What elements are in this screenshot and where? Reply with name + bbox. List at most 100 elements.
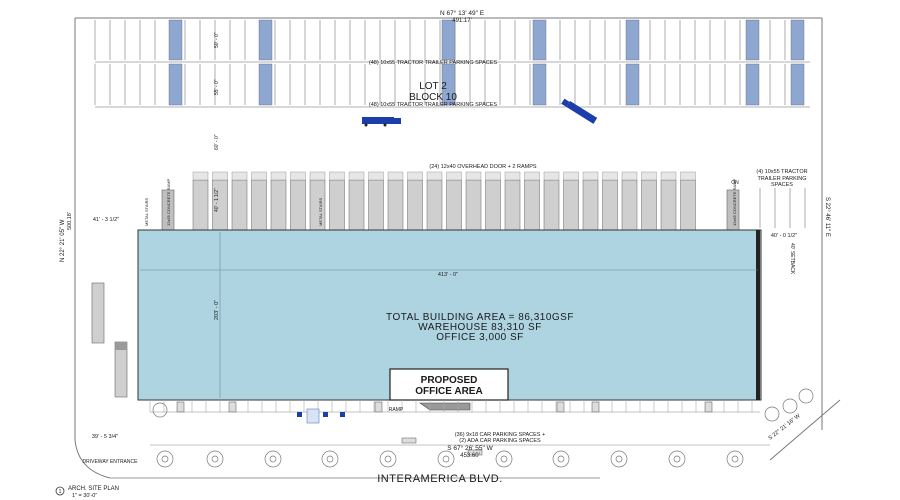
- parked-car: [401, 437, 417, 444]
- dock-bays: [192, 171, 696, 231]
- dock-door: [680, 171, 696, 181]
- truck-icon: [561, 98, 598, 124]
- tree-icon: [552, 450, 570, 468]
- top-bearing: N 67° 13' 49" E: [440, 9, 485, 17]
- dock-door: [270, 171, 287, 181]
- dock-door: [524, 171, 540, 181]
- parked-car: [704, 401, 713, 413]
- tree-icon: [500, 455, 508, 463]
- parked-trailer: [790, 19, 805, 61]
- dock-bay: [270, 179, 287, 231]
- dock-bay: [231, 179, 248, 231]
- dim-top-1: 50' - 0": [214, 32, 220, 48]
- tree-icon: [673, 455, 681, 463]
- dock-door: [290, 171, 306, 181]
- tree-icon: [442, 455, 450, 463]
- tree-icon: [557, 455, 565, 463]
- dock-bay: [446, 179, 462, 231]
- dock-door: [660, 171, 677, 181]
- dock-bay: [387, 179, 404, 231]
- car-parking: [149, 400, 753, 456]
- side-parking-label-2: TRAILER PARKING: [757, 176, 806, 182]
- street-label: INTERAMERICA BLVD.: [377, 473, 503, 485]
- dock-bay: [621, 179, 638, 231]
- metal-stairs-left: METAL STAIRS: [144, 198, 149, 226]
- left-dim: 41' - 3 1/2": [93, 217, 119, 223]
- trailer-parking-highlighted: [168, 19, 805, 106]
- dock-door: [446, 171, 462, 181]
- parked-car: [374, 401, 383, 413]
- parked-trailer: [114, 341, 128, 398]
- tree-icon: [668, 450, 686, 468]
- dock-bay: [543, 179, 560, 231]
- side-parking-label-1: (4) 10x55 TRACTOR: [756, 169, 807, 175]
- sheet-marker-icon: [55, 486, 65, 496]
- dock-bay: [660, 179, 677, 231]
- tree-icon: [384, 455, 392, 463]
- tree-icon: [161, 455, 169, 463]
- parked-trailer: [91, 282, 105, 344]
- dock-bay: [602, 179, 618, 231]
- dock-door: [563, 171, 579, 181]
- parked-trailer: [168, 63, 183, 106]
- dock-door: [582, 171, 599, 181]
- dim-top-2: 55' - 0": [214, 79, 220, 95]
- side-trailer-stalls: [759, 188, 806, 228]
- entry-ramp: [419, 402, 471, 411]
- dock-bay: [290, 179, 306, 231]
- bottom-bearing: S 67° 26' 55" W: [447, 444, 493, 452]
- tree-icon: [379, 450, 397, 468]
- property-boundary: [74, 17, 841, 479]
- tree-icon: [782, 398, 798, 414]
- right-dim: 40' - 0 1/2": [771, 233, 797, 239]
- tree-icon: [495, 450, 513, 468]
- right-setback: 40' SETBACK: [789, 243, 795, 275]
- dock-door: [368, 171, 384, 181]
- dim-top-3: 60' - 0": [214, 134, 220, 150]
- parked-trailer: [441, 63, 456, 106]
- ada-space-marker: [323, 412, 328, 417]
- dim-mid: 40' - 1 1/2": [214, 188, 220, 212]
- block-label: BLOCK 10: [409, 92, 457, 103]
- parked-trailer: [532, 63, 547, 106]
- dock-bay: [582, 179, 599, 231]
- bottom-length: 453.60': [460, 453, 480, 459]
- tree-icon: [321, 450, 339, 468]
- dock-bay: [485, 179, 501, 231]
- ada-hatch: [306, 408, 320, 424]
- parked-trailer: [441, 19, 456, 61]
- tree-icon: [610, 450, 628, 468]
- parked-car: [556, 401, 565, 413]
- total-area-label: TOTAL BUILDING AREA = 86,310GSF: [386, 312, 574, 323]
- parked-trailer: [745, 63, 760, 106]
- car-parking-label-1: (36) 9x18 CAR PARKING SPACES +: [455, 432, 545, 438]
- sheet-title: ARCH. SITE PLAN: [68, 486, 119, 492]
- dock-bay: [680, 179, 696, 231]
- ada-space-marker: [297, 412, 302, 417]
- dock-door: [485, 171, 501, 181]
- tree-icon: [798, 388, 814, 404]
- parked-trailer: [745, 19, 760, 61]
- dock-door: [348, 171, 365, 181]
- dock-door: [543, 171, 560, 181]
- on-label: ON: [731, 180, 739, 186]
- ramp-label: RAMP: [389, 407, 404, 413]
- parking-row-1-label: (48) 10x55 TRACTOR TRAILER PARKING SPACE…: [369, 60, 498, 66]
- sheet-scale: 1" = 30'-0": [72, 493, 97, 499]
- parking-row-2-label: (48) 10x55 TRACTOR TRAILER PARKING SPACE…: [369, 102, 498, 108]
- dock-door: [192, 171, 209, 181]
- parked-car: [176, 401, 185, 413]
- parked-trailer: [625, 63, 640, 106]
- parked-trailer: [258, 19, 273, 61]
- parked-car: [591, 401, 600, 413]
- sheet-number: 1: [59, 489, 62, 495]
- parked-trailer: [625, 19, 640, 61]
- side-parking-label-3: SPACES: [771, 182, 793, 188]
- parked-trailer: [532, 19, 547, 61]
- parked-trailer: [258, 63, 273, 106]
- tree-icon: [726, 450, 744, 468]
- tree-icon: [156, 450, 174, 468]
- parked-car: [228, 401, 237, 413]
- left-bearing: N 22° 21' 05" W: [60, 219, 66, 262]
